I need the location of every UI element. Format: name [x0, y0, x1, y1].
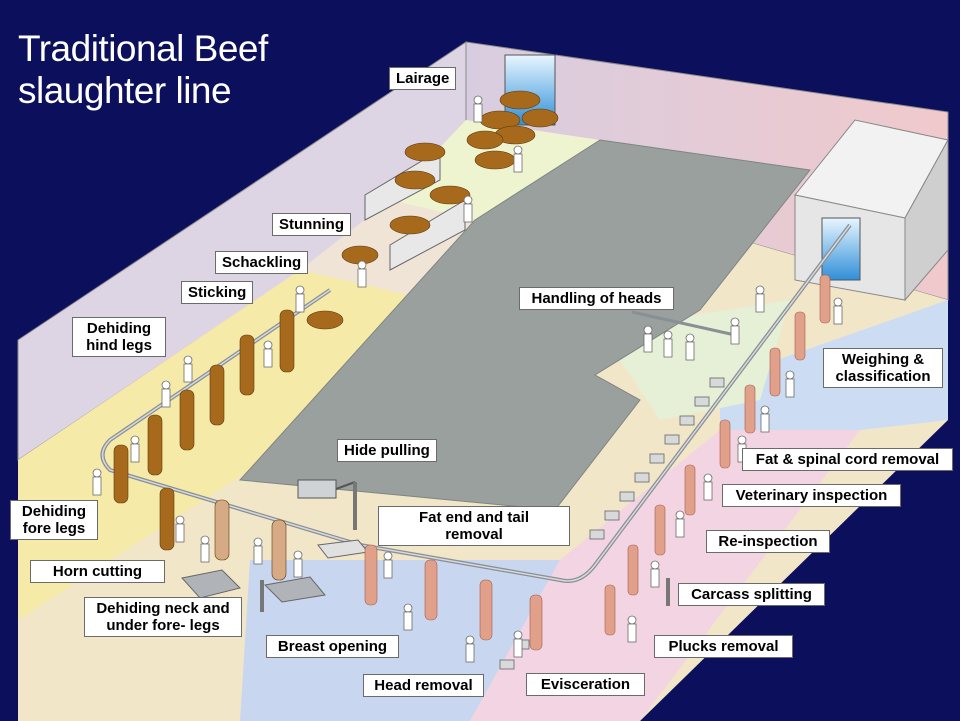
platform-neck: [263, 576, 326, 603]
label-carcass-splitting: Carcass splitting: [678, 583, 825, 606]
label-breast-opening: Breast opening: [266, 635, 399, 658]
label-handling-of-heads: Handling of heads: [519, 287, 674, 310]
title-line-1: Traditional Beef: [18, 28, 268, 69]
label-schackling: Schackling: [215, 251, 309, 274]
label-weighing-line2: classification: [835, 368, 931, 385]
label-horn-cutting: Horn cutting: [30, 560, 165, 583]
label-stunning: Stunning: [272, 213, 351, 236]
cold-room-door: [821, 217, 861, 281]
zone-yellow: [18, 270, 430, 620]
hanging-carcasses-left: [113, 309, 295, 581]
heads-rail: [631, 310, 736, 337]
central-floor: [238, 139, 811, 511]
label-sticking: Sticking: [181, 281, 254, 304]
label-weighing-classification: Weighing & classification: [823, 348, 943, 388]
label-dehiding-neck-line2: under fore- legs: [106, 617, 220, 634]
label-fat-end-line2: removal: [445, 526, 503, 543]
label-dehiding-fore-legs-line2: fore legs: [22, 520, 86, 537]
label-hide-pulling: Hide pulling: [337, 439, 437, 462]
page-title: Traditional Beef slaughter line: [18, 28, 268, 112]
label-veterinary-inspection: Veterinary inspection: [722, 484, 901, 507]
label-lairage: Lairage: [389, 67, 457, 90]
title-line-2: slaughter line: [18, 70, 232, 111]
label-fat-end-tail: Fat end and tail removal: [378, 506, 570, 546]
platform-horn: [181, 569, 241, 599]
hanging-carcasses-right: [364, 274, 831, 651]
label-dehiding-hind-legs: Dehiding hind legs: [72, 317, 166, 357]
label-dehiding-fore-legs: Dehiding fore legs: [10, 500, 98, 540]
label-dehiding-hind-legs-line1: Dehiding: [86, 320, 152, 337]
stunning-pen-2: [389, 199, 466, 271]
label-dehiding-neck: Dehiding neck and under fore- legs: [84, 597, 242, 637]
cold-room-side: [904, 139, 949, 302]
label-re-inspection: Re-inspection: [706, 530, 830, 553]
label-evisceration: Evisceration: [526, 673, 645, 696]
label-dehiding-fore-legs-line1: Dehiding: [21, 503, 87, 520]
label-fat-spinal-cord: Fat & spinal cord removal: [742, 448, 953, 471]
label-dehiding-neck-line1: Dehiding neck and: [96, 600, 230, 617]
label-plucks-removal: Plucks removal: [654, 635, 793, 658]
label-weighing-line1: Weighing &: [841, 351, 925, 368]
label-fat-end-line1: Fat end and tail: [418, 509, 529, 526]
label-dehiding-hind-legs-line2: hind legs: [86, 337, 152, 354]
cattle-group: [306, 90, 559, 330]
label-head-removal: Head removal: [363, 674, 484, 697]
